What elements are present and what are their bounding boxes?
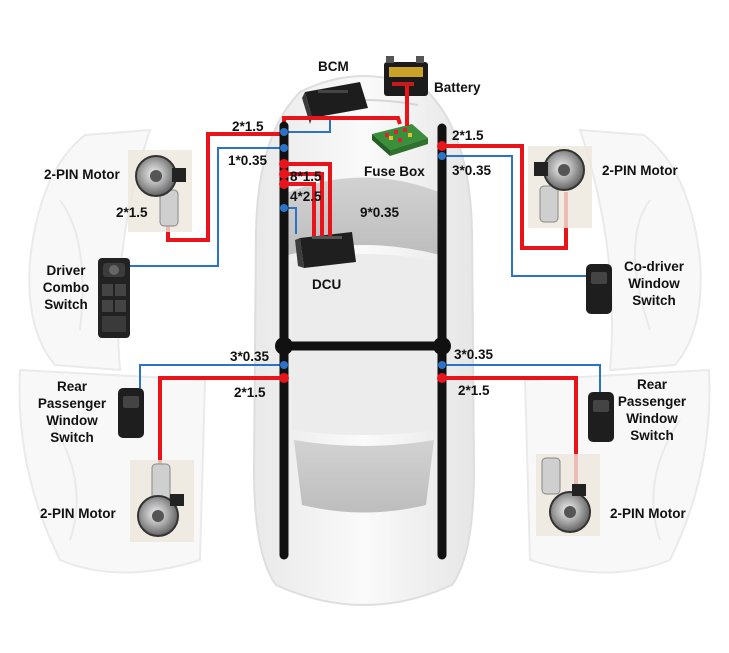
rear-right-switch-label-line1: Rear [636,377,668,392]
battery-icon [384,56,428,96]
dcu-module [295,232,356,268]
wire-label-dcu-signal: 9*0.35 [360,205,400,220]
rear-right-switch-label: Rear Passenger Window Switch [612,376,692,444]
wire-label-front-right-power: 2*1.5 [452,128,484,143]
rear-left-switch-label-line3: Window [46,413,98,428]
wire-label-rear-left-signal: 3*0.35 [230,349,270,364]
rear-right-switch-label-line3: Window [626,411,678,426]
rear-left-switch-label-line2: Passenger [37,396,107,411]
wire-label-front-left-signal: 1*0.35 [228,153,268,168]
driver-switch-label: Driver Combo Switch [36,262,96,313]
motor-rear-right [536,454,600,536]
connector-points [279,128,447,383]
dcu-label: DCU [312,277,342,292]
power-wires [158,86,578,492]
wire-label-rear-right-power: 2*1.5 [458,383,490,398]
motor-front-left [128,150,192,232]
motor-front-right [528,146,592,228]
wire-label-rear-right-signal: 3*0.35 [454,347,494,362]
signal-wires [130,118,601,396]
codriver-switch-label: Co-driver Window Switch [614,258,694,309]
wire-label-front-left-motor: 2*1.5 [116,205,148,220]
rear-left-switch-label-line4: Switch [50,430,94,445]
motor-rear-right-label: 2-PIN Motor [610,506,686,521]
battery-label: Battery [434,80,481,95]
codriver-window-switch [586,264,612,314]
codriver-switch-label-line1: Co-driver [623,259,684,274]
wire-label-bcm-top: 2*1.5 [232,119,264,134]
motor-front-left-label: 2-PIN Motor [44,167,120,182]
driver-switch-label-line3: Switch [44,297,88,312]
rear-right-switch-label-line2: Passenger [617,394,687,409]
wire-label-dcu-feed: 4*2.5 [290,189,322,204]
car-silhouette [252,75,476,606]
fuse-box-icon [372,124,428,156]
codriver-switch-label-line3: Switch [632,293,676,308]
rear-right-window-switch [588,392,614,442]
rear-left-window-switch [118,388,144,438]
driver-switch-label-line2: Combo [42,280,90,295]
motor-front-right-label: 2-PIN Motor [602,163,678,178]
driver-combo-switch [98,258,130,338]
motor-rear-left-label: 2-PIN Motor [40,506,116,521]
codriver-switch-label-line2: Window [628,276,680,291]
driver-switch-label-line1: Driver [46,263,86,278]
rear-left-switch-label: Rear Passenger Window Switch [32,378,112,446]
motor-rear-left [130,460,194,542]
wire-label-front-right-signal: 3*0.35 [452,163,492,178]
wire-label-rear-left-power: 2*1.5 [234,385,266,400]
bcm-label: BCM [318,59,349,74]
fuse-box-label: Fuse Box [364,164,425,179]
rear-left-switch-label-line1: Rear [56,379,88,394]
harness-junctions [275,337,451,355]
wire-label-dcu-power: 8*1.5 [290,169,322,184]
rear-right-switch-label-line4: Switch [630,428,674,443]
